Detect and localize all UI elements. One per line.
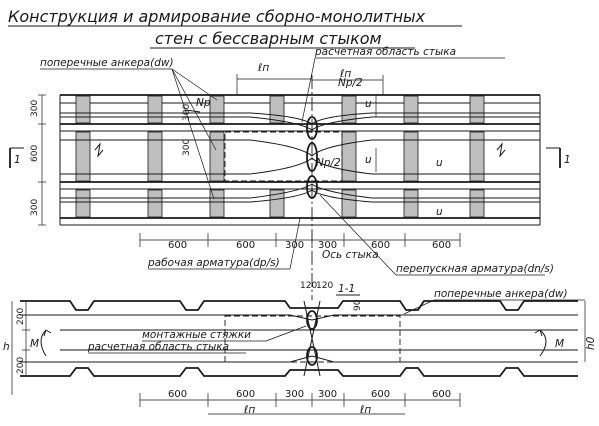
h0-label: h0 (585, 336, 597, 350)
rib (403, 189, 419, 218)
title-line-1: Конструкция и армирование сборно-монолит… (8, 7, 426, 26)
rib (75, 131, 91, 182)
section-design-zone-box (224, 315, 401, 363)
left-dim-300-top: 300 (30, 100, 40, 117)
u-label: u (436, 206, 443, 218)
plan-design-zone-label: расчетная область стыка (314, 46, 456, 58)
np-half-label-mid: Np/2 (316, 157, 341, 169)
rib (147, 95, 163, 124)
rib (147, 189, 163, 218)
rib (269, 95, 285, 124)
section-lp-right: ℓп (359, 404, 371, 416)
rib (341, 189, 357, 218)
moment-left-label: M (30, 338, 39, 350)
lp-label-top-left: ℓп (257, 62, 269, 74)
u-label: u (365, 98, 372, 110)
plan-bottom-dim: 600 (371, 240, 390, 251)
moment-arrow-right (539, 329, 547, 357)
u-label: u (436, 157, 443, 169)
rib (403, 95, 419, 124)
np-label: Np (196, 97, 211, 109)
section-height-label: h (3, 341, 10, 353)
rib (147, 131, 163, 182)
section-left-dim-200: 200 (16, 308, 26, 325)
plan-bottom-dim: 300 (318, 240, 337, 251)
design-zone-box (224, 131, 343, 182)
section-design-zone-label: расчетная область стыка (87, 341, 229, 353)
rib (75, 189, 91, 218)
section-bottom-dim: 600 (168, 389, 187, 400)
rib (469, 95, 485, 124)
left-dim-300-bottom: 300 (30, 199, 40, 216)
rib (209, 131, 225, 182)
lp-label-top-right: ℓп (339, 68, 351, 80)
section-dim-90: 90 (353, 299, 363, 311)
moment-right-label: M (555, 338, 564, 350)
plan-bottom-dim: 600 (432, 240, 451, 251)
title-line-2: стен с бессварным стыком (155, 29, 382, 48)
assembly-ties-label: монтажные стяжки (142, 329, 251, 341)
joint-axis-label: Ось стыка (322, 249, 379, 261)
rib (469, 131, 485, 182)
section-bottom-dim: 600 (236, 389, 255, 400)
section-bottom-dim: 600 (371, 389, 390, 400)
section-bottom-dim: 300 (318, 389, 337, 400)
section-mark-left: 1 (14, 154, 21, 166)
rib (209, 95, 225, 124)
moment-arrow-left (40, 329, 47, 357)
inner-dim-300-a: 300 (182, 104, 192, 121)
plan-bottom-dim: 600 (168, 240, 187, 251)
section-title: 1-1 (338, 283, 355, 295)
section-transverse-anchors-label: поперечные анкера(dw) (434, 288, 568, 300)
plan-transverse-anchors-label: поперечные анкера(dw) (40, 57, 174, 69)
rib (269, 189, 285, 218)
section-view: 1-1 120 120 90 200 200 h M (3, 281, 597, 416)
section-bottom-dim: 600 (432, 389, 451, 400)
plan-view: Np Np/2 Np/2 u u u u ℓп ℓп поперечные ан… (9, 46, 571, 300)
left-dim-600: 600 (30, 145, 40, 162)
plan-bottom-dim: 600 (236, 240, 255, 251)
working-reinforcement-label: рабочая арматура(dp/s) (147, 257, 280, 269)
rib (341, 95, 357, 124)
section-bottom-dim: 300 (285, 389, 304, 400)
rib (469, 189, 485, 218)
u-label: u (365, 154, 372, 166)
section-mark-right: 1 (564, 154, 571, 166)
section-lp-left: ℓп (243, 404, 255, 416)
rib (341, 131, 357, 182)
inner-dim-300-b: 300 (182, 139, 192, 156)
lap-reinforcement-label: перепускная арматура(dn/s) (396, 263, 554, 275)
section-top-dim-120: 120 (300, 281, 317, 291)
rib (75, 95, 91, 124)
section-left-dim-200: 200 (16, 357, 26, 374)
rib (403, 131, 419, 182)
section-top-dim-120: 120 (316, 281, 333, 291)
